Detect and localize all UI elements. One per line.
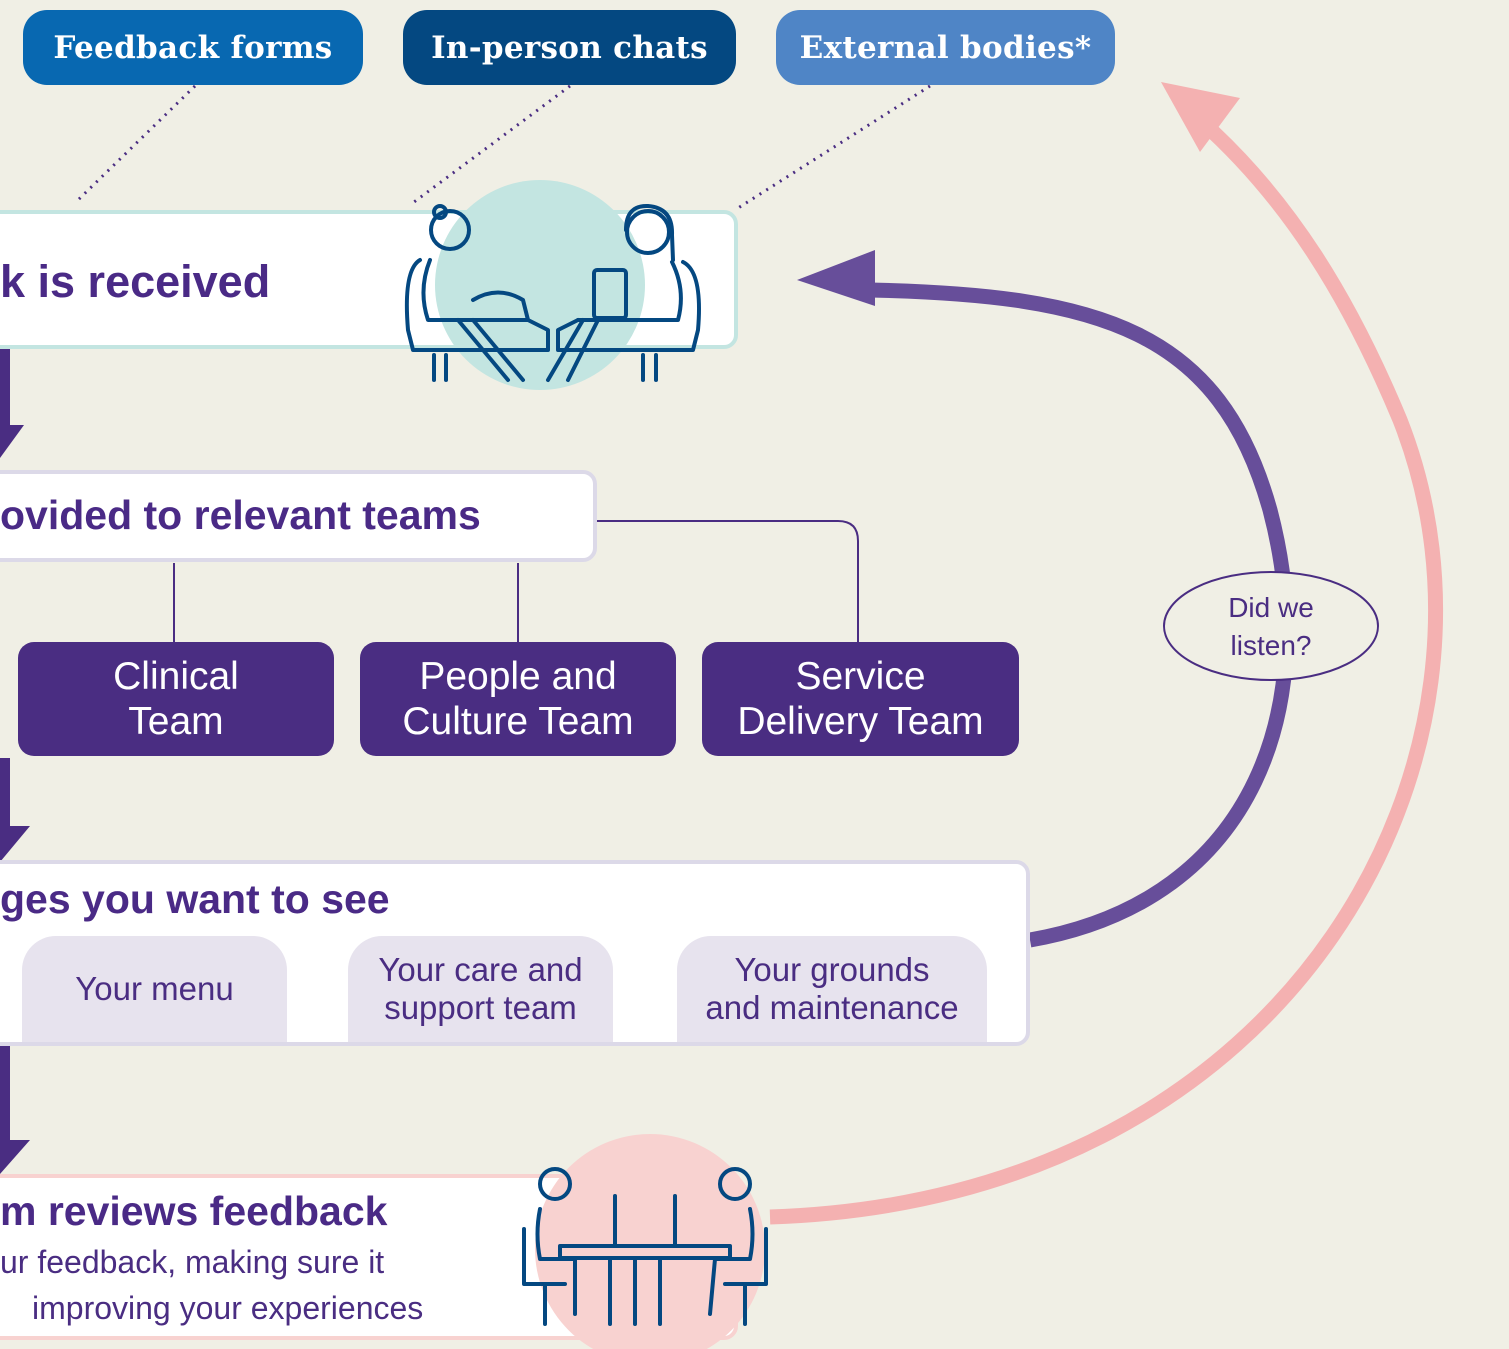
pink-arrowhead [1161, 82, 1240, 152]
dotted-connector-forms [76, 84, 197, 202]
pink-circle-backdrop [535, 1134, 765, 1349]
teal-circle-backdrop [435, 180, 645, 390]
person-right-head-icon [625, 209, 671, 255]
pink-loop-arrow [769, 114, 1444, 1225]
source-feedback-forms: Feedback forms [23, 10, 363, 85]
person-left-head-icon-2 [538, 1167, 572, 1201]
team-service-delivery: Service Delivery Team [702, 642, 1019, 756]
table-icon [558, 1244, 732, 1260]
stage-reviews-title: m reviews feedback [0, 1188, 388, 1234]
stage-provided-to-teams [0, 470, 597, 562]
purple-loop-arrow [869, 282, 1294, 948]
down-arrow-head-2 [0, 826, 30, 862]
change-care-support: Your care and support team [348, 936, 613, 1042]
change-your-menu: Your menu [22, 936, 287, 1042]
did-we-listen-label: Did we listen? [1228, 592, 1314, 661]
dotted-connector-chats [409, 84, 571, 207]
down-arrow-shaft-3 [0, 1046, 10, 1142]
change-grounds: Your grounds and maintenance [677, 936, 987, 1042]
down-arrow-shaft-2 [0, 758, 10, 828]
down-arrow-head-1 [0, 425, 24, 458]
source-external-bodies: External bodies* [776, 10, 1115, 85]
stage-received-title: k is received [0, 256, 271, 307]
person-left-head-icon [429, 209, 471, 251]
chat-illustration [404, 180, 701, 390]
reviews-description-line1: ur feedback, making sure it [0, 1244, 385, 1280]
purple-arrowhead [797, 250, 875, 306]
dotted-connector-external [734, 84, 931, 212]
team-people-culture: People and Culture Team [360, 642, 676, 756]
down-arrow-head-3 [0, 1140, 30, 1174]
down-arrow-shaft-1 [0, 345, 10, 427]
stage-provided-title: ovided to relevant teams [0, 492, 481, 538]
clipboard-icon [592, 268, 628, 320]
did-we-listen-oval [1163, 571, 1379, 681]
reviews-description-line2: improving your experiences [32, 1290, 424, 1326]
chair-right-icon [556, 260, 701, 352]
stage-changes-title: ges you want to see [0, 876, 390, 922]
person-right-head-icon-2 [718, 1167, 752, 1201]
team-clinical: Clinical Team [18, 642, 334, 756]
connector-service [596, 520, 859, 642]
meeting-illustration [522, 1134, 768, 1349]
source-in-person-chats: In-person chats [403, 10, 736, 85]
